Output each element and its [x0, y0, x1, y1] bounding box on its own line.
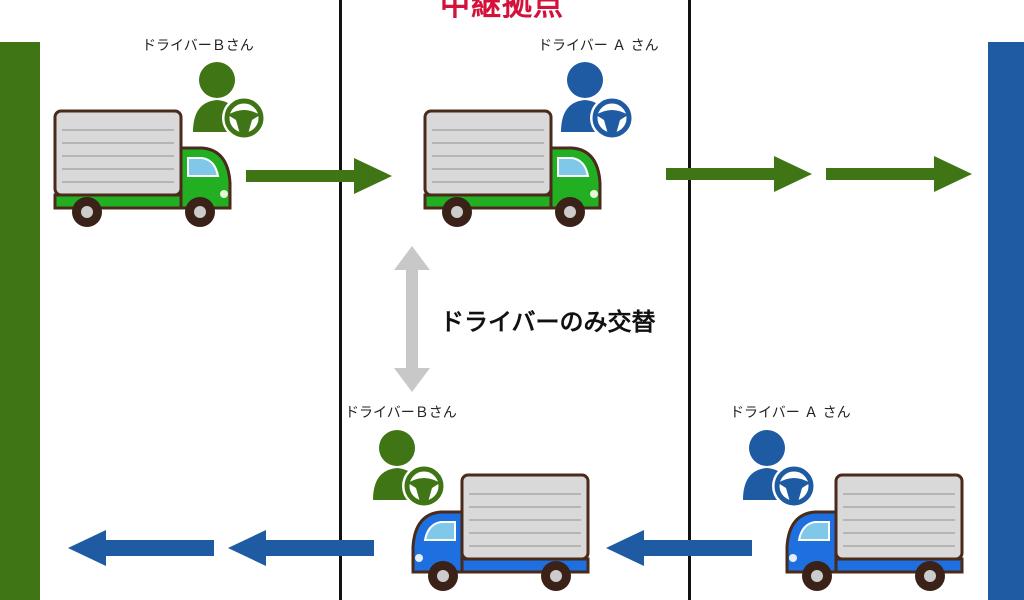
- arrow-right-icon-2: [666, 156, 812, 192]
- driver-icon-bottom-relay: [373, 430, 446, 508]
- relay-point-title: 中継拠点: [440, 0, 564, 23]
- driver-label-top-left: ドライバーＢさん: [142, 38, 254, 54]
- arrow-left-icon-3: [606, 530, 752, 566]
- arrow-right-icon-1: [246, 158, 392, 194]
- truck-icon-bottom-relay: [411, 473, 590, 591]
- driver-swap-label: ドライバーのみ交替: [440, 308, 656, 336]
- driver-label-bottom-right: ドライバー Ａ さん: [730, 405, 851, 421]
- relay-boundary-right: [688, 0, 691, 600]
- relay-boundary-left: [339, 0, 342, 600]
- driver-label-top-relay: ドライバー Ａ さん: [538, 38, 659, 54]
- driver-icon-top-relay: [561, 62, 634, 140]
- driver-icon-bottom-right: [743, 430, 816, 508]
- driver-icon-top-left: [193, 62, 266, 140]
- truck-icon-top-relay: [423, 109, 602, 227]
- driver-label-bottom-relay: ドライバーＢさん: [345, 405, 457, 421]
- truck-icon-bottom-right: [785, 473, 964, 591]
- arrow-left-icon-2: [228, 530, 374, 566]
- truck-icon-top-left: [53, 109, 232, 227]
- origin-bar-green: [0, 42, 40, 600]
- destination-bar-blue: [988, 42, 1024, 600]
- arrow-left-icon-1: [68, 530, 214, 566]
- arrow-right-icon-3: [826, 156, 972, 192]
- swap-double-arrow-icon: [394, 246, 430, 392]
